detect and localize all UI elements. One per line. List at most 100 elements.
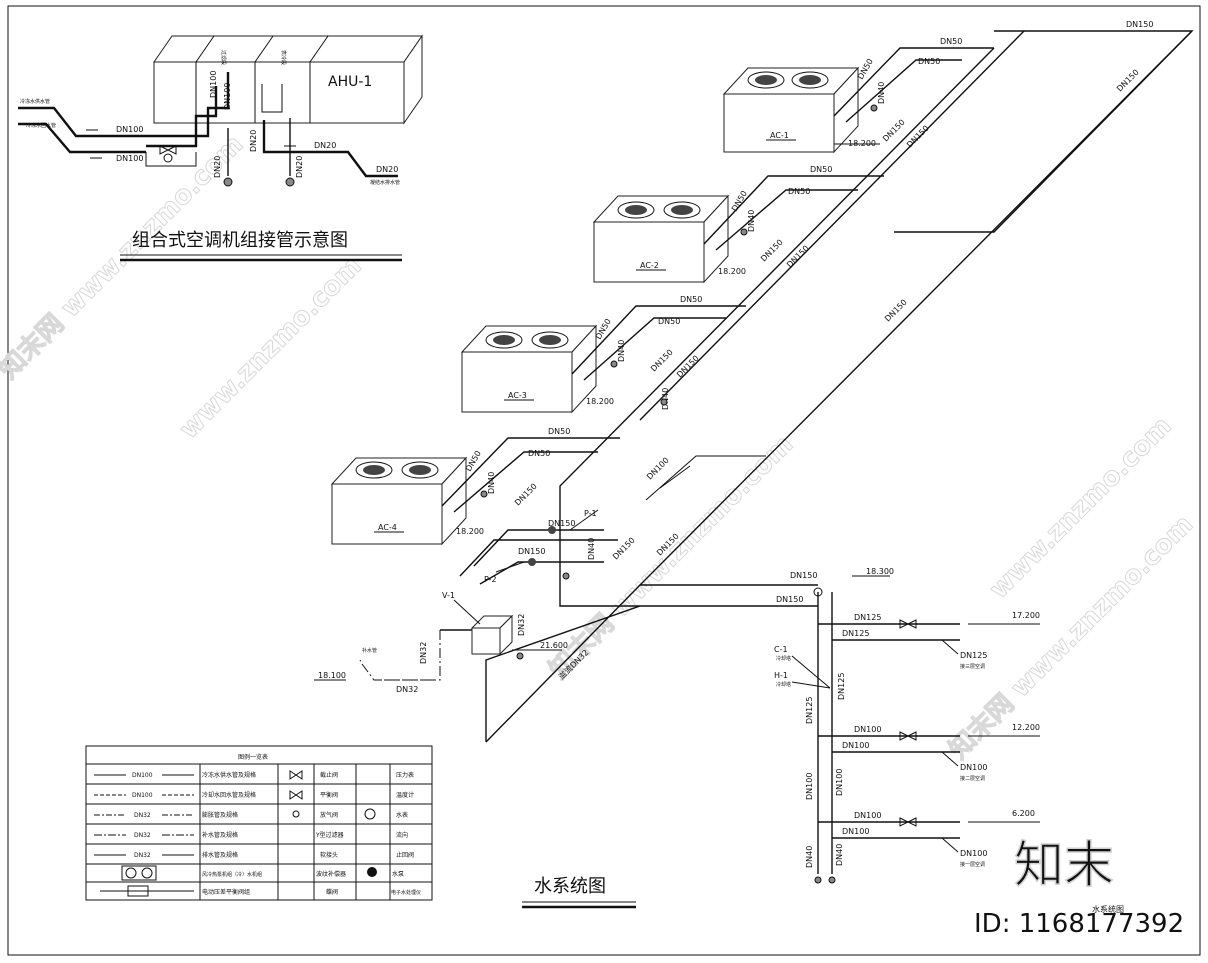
ac-unit-3: AC-3 18.200 DN50 DN50 DN50 DN40 [460, 295, 746, 414]
riser-note-c1: 冷却塔 [776, 655, 791, 662]
legend-row3-code: DN32 [134, 812, 151, 819]
branch1-elev: 17.200 [1012, 611, 1040, 620]
svg-text:www.znzmo.com: www.znzmo.com [174, 251, 368, 445]
legend-row7-desc: 电动压差平衡阀组 [202, 888, 250, 896]
legend-row6-desc: 风冷热泵机组（冷）水机组 [202, 871, 262, 878]
pump-p2-label: P-2 [484, 575, 497, 584]
dn150-label-8: DN150 [649, 348, 675, 374]
legend-row5-desc: 排水管及规格 [202, 851, 238, 859]
legend-row3-sym1: 放气阀 [320, 811, 338, 819]
legend-row5-code: DN32 [134, 852, 151, 859]
ac3-pipe-2: DN50 [658, 317, 680, 326]
dn150-label-2: DN150 [1115, 68, 1141, 94]
legend-row4-desc: 补水管及规格 [202, 831, 238, 839]
ac-unit-1: AC-1 18.200 DN50 DN50 DN50 DN40 [722, 37, 962, 154]
ac2-name: AC-2 [640, 261, 659, 270]
legend-row4-sym2: 流向 [396, 831, 408, 839]
legend-row2-sym2: 温度计 [396, 791, 414, 799]
branch2-size-b: DN100 [842, 741, 869, 750]
ahu-section-2: 表冷段 [280, 50, 287, 65]
ahu-pipe-dn100-a: DN100 [116, 125, 143, 134]
ac4-pipe-4: DN40 [487, 472, 496, 494]
svg-text:知末网 www.znzmo.com: 知末网 www.znzmo.com [944, 509, 1199, 764]
ahu-drain-label: 凝结水排水管 [370, 179, 400, 186]
main-dn150-return [894, 30, 1194, 233]
brand-logo: 知末 [1014, 836, 1114, 894]
riser-label-c1: C-1 [774, 645, 788, 654]
legend-row1-desc: 冷冻水供水管及规格 [202, 771, 256, 779]
riser-size-6: DN40 [835, 844, 844, 866]
riser-label-h1: H-1 [774, 671, 788, 680]
ac1-name: AC-1 [770, 131, 789, 140]
branch-dn100-label: DN100 [645, 456, 671, 482]
branch3-elev: 6.200 [1012, 809, 1035, 818]
ahu-side-label-return: 冷冻水回水管 [26, 122, 56, 129]
legend-row1-code: DN100 [132, 772, 153, 779]
ahu-pipe-dn20-a: DN20 [249, 130, 258, 152]
ac3-pipe-1: DN50 [680, 295, 702, 304]
legend-row7-sym2: 电子水处理仪 [391, 889, 421, 896]
ac2-pipe-2: DN50 [788, 187, 810, 196]
ahu-pipe-dn100-b: DN100 [116, 154, 143, 163]
riser-size-4: DN100 [835, 769, 844, 796]
branch3-note: 接一层空调 [960, 861, 985, 868]
svg-text:知末网 www.znzmo.com: 知末网 www.znzmo.com [544, 429, 799, 684]
riser-top-dn150-1: DN150 [790, 571, 817, 580]
branch2-size-a: DN100 [854, 725, 881, 734]
ac2-elevation: 18.200 [718, 267, 746, 276]
branch1-note: 接三层空调 [960, 663, 985, 670]
ahu-pipe-dn20-e: DN20 [376, 165, 398, 174]
ac4-pipe-2: DN50 [528, 449, 550, 458]
branch3-to: DN100 [960, 849, 987, 858]
legend-row3-desc: 膨胀管及规格 [202, 811, 238, 819]
ahu-pipe-dn100-d: DN100 [223, 83, 232, 110]
legend-row2-desc: 冷却水回水管及规格 [202, 791, 256, 799]
tank-dn32-bottom: DN32 [396, 685, 418, 694]
ac4-name: AC-4 [378, 523, 397, 532]
tank-top-elevation: 21.600 [540, 641, 568, 650]
tank-elevation: 18.100 [318, 671, 346, 680]
legend-row6-sym2: 水泵 [392, 870, 404, 878]
ac3-name: AC-3 [508, 391, 527, 400]
main-dn150-supply [638, 30, 1193, 586]
pump-p1-size: DN150 [548, 519, 575, 528]
ac3-elevation: 18.200 [586, 397, 614, 406]
legend-row7-sym1: 蝶阀 [326, 888, 338, 896]
system-title-small: 水系统图 [1092, 904, 1124, 914]
dn150-label-5: DN150 [905, 124, 931, 150]
legend-title: 图例一览表 [238, 753, 268, 761]
legend-table: 图例一览表 DN100 冷冻水供水管及规格 截止阀 压力表 DN100 冷却水回… [85, 745, 433, 901]
ahu-valve-group [159, 145, 177, 163]
legend-row2-code: DN100 [132, 792, 153, 799]
ac-unit-4: AC-4 18.200 DN50 DN50 DN50 DN40 [330, 427, 620, 546]
legend-row2-sym1: 平衡阀 [320, 791, 338, 799]
legend-row1-sym1: 截止阀 [320, 771, 338, 779]
tank-dn32-riser: DN32 [517, 614, 526, 636]
branch1-size-a: DN125 [854, 613, 881, 622]
ac1-pipe-4: DN40 [877, 82, 886, 104]
riser-size-2: DN125 [805, 697, 814, 724]
ahu-section-1: 过滤段 [220, 50, 227, 65]
dn150-label-6: DN150 [759, 238, 785, 264]
legend-row6-sym1: 波纹补偿器 [316, 870, 346, 878]
tank-name: V-1 [442, 591, 455, 600]
ac4-pipe-3: DN50 [464, 449, 483, 473]
ac1-pipe-1: DN50 [940, 37, 962, 46]
riser-size-5: DN40 [805, 846, 814, 868]
branch1-size-b: DN125 [842, 629, 869, 638]
ahu-name: AHU-1 [328, 74, 372, 90]
ahu-pipe-dn20-b: DN20 [213, 156, 222, 178]
ahu-diagram: AHU-1 过滤段 表冷段 DN100 DN100 DN100 DN100 冷冻… [18, 34, 423, 262]
branch2-note: 接二层空调 [960, 775, 985, 782]
branch3-size-a: DN100 [854, 811, 881, 820]
legend-row5-sym1: 软接头 [320, 851, 338, 859]
ac4-pipe-1: DN50 [548, 427, 570, 436]
legend-row5-sym2: 止回阀 [396, 851, 414, 859]
ac3-pipe-3: DN50 [594, 317, 613, 341]
ahu-title: 组合式空调机组接管示意图 [132, 230, 348, 251]
branch1-to: DN125 [960, 651, 987, 660]
branch-dn40-label: DN40 [661, 388, 670, 410]
ac2-pipe-1: DN50 [810, 165, 832, 174]
svg-text:知末网 www.znzmo.com: 知末网 www.znzmo.com [0, 129, 249, 384]
